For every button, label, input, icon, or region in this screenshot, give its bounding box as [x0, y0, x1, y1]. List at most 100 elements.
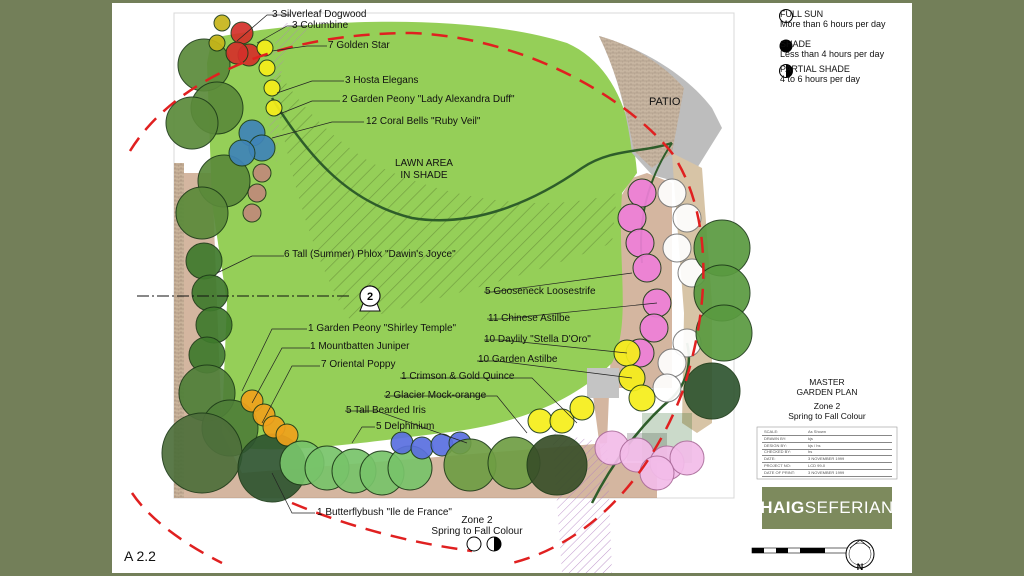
scale-bar [751, 547, 853, 554]
loosestrife-symbol [669, 440, 705, 476]
legend-shade-title: SHADE [780, 39, 812, 49]
label-delphinium: 5 Delphinium [376, 421, 435, 432]
coral-bells-symbol [252, 163, 272, 183]
shrub-symbol [695, 304, 753, 362]
full-sun-icon [779, 9, 793, 23]
title-block-value: kjs [808, 435, 813, 441]
bed-line [270, 97, 673, 222]
title-block-key: CHECKED BY: [764, 449, 791, 455]
label-phlox: 6 Tall (Summer) Phlox "Dawin's Joyce" [284, 249, 456, 260]
astilbe-symbol [672, 203, 702, 233]
side-path [174, 163, 184, 498]
zone-caption: Zone 2 Spring to Fall Colour [412, 515, 542, 537]
chinese-astilbe-symbol [627, 178, 657, 208]
label-tall-bearded-iris: 5 Tall Bearded Iris [346, 405, 426, 416]
legend-partial-shade: PARTIAL SHADE 4 to 6 hours per day [780, 64, 861, 84]
shade-arc [128, 31, 705, 565]
label-coral-bells: 12 Coral Bells "Ruby Veil" [366, 116, 481, 127]
poppy-symbol [275, 423, 299, 447]
shade-icon [779, 39, 793, 53]
zone-caption-line2: Spring to Fall Colour [431, 526, 523, 537]
title-block-key: PROJECT NO: [764, 463, 791, 468]
daylily-symbol [549, 408, 575, 434]
label-columbine: 3 Columbine [292, 20, 349, 31]
title-block-value: LCD 99-0 [808, 463, 826, 468]
chinese-astilbe-symbol [639, 313, 669, 343]
north-label: N [857, 562, 864, 572]
chinese-astilbe-symbol [625, 228, 655, 258]
label-daylily: 10 Daylily "Stella D'Oro" [484, 334, 591, 345]
coral-bells-symbol [247, 183, 267, 203]
hosta-symbol [228, 139, 256, 167]
daylily-symbol [628, 384, 656, 412]
astilbe-symbol [657, 178, 687, 208]
brand-name-rest: SEFERIAN [804, 498, 894, 517]
garden-plan: 2 [128, 9, 898, 573]
full-sun-icon [466, 536, 482, 552]
dogwood-symbol [225, 41, 249, 65]
north-arrow-icon: N [845, 539, 875, 572]
title-block-value: As Shown [808, 429, 827, 434]
shade-arc [291, 501, 473, 553]
shrub-symbol [175, 186, 229, 240]
lawn-area-label: LAWN AREA IN SHADE [374, 158, 474, 182]
zone-caption-line1: Zone 2 [461, 515, 493, 526]
label-chinese-astilbe: 11 Chinese Astilbe [488, 313, 571, 324]
legend-full-sun-desc: More than 6 hours per day [780, 18, 886, 29]
chinese-astilbe-symbol [632, 253, 662, 283]
label-hosta: 3 Hosta Elegans [345, 75, 419, 86]
drawing-sheet: 2 [112, 3, 912, 573]
legend-full-sun-title: FULL SUN [780, 9, 824, 19]
legend-partial-title: PARTIAL SHADE [780, 64, 850, 74]
partial-shade-icon [779, 64, 793, 78]
title-block-value: 3 NOVEMBER 1999 [808, 469, 845, 475]
title-block-row: PROJECT NO: LCD 99-0 [762, 463, 892, 470]
lawn-area-subtitle: IN SHADE [400, 170, 448, 181]
leader-lines [216, 14, 658, 514]
tree-symbol [161, 412, 243, 494]
title-block-key: DRAWN BY: [764, 435, 787, 441]
patio-border [599, 36, 684, 168]
label-garden-astilbe: 10 Garden Astilbe [478, 354, 558, 365]
title-block-key: DATE OF PRINT: [764, 469, 795, 475]
shade-arc [130, 492, 223, 565]
columbine-symbol [213, 14, 231, 32]
bed-line [590, 342, 691, 504]
plan-title: MASTER GARDEN PLAN Zone 2 Spring to Fall… [762, 377, 892, 421]
quince-symbol [526, 434, 588, 496]
label-silverleaf-dogwood: 3 Silverleaf Dogwood [272, 9, 367, 20]
lawn-shade-hatch [272, 63, 617, 323]
plan-title-line4: Spring to Fall Colour [788, 411, 866, 421]
title-block-row: DATE OF PRINT: 3 NOVEMBER 1999 [762, 470, 892, 477]
title-block-row: CHECKED BY: hs [762, 449, 892, 457]
title-block-row: SCALE:As Shown [762, 429, 892, 436]
plan-title-line1: MASTER [809, 377, 845, 387]
plan-title-line3: Zone 2 [813, 401, 841, 411]
lawn-area-title: LAWN AREA [395, 158, 453, 169]
shrub-symbol [185, 242, 223, 280]
astilbe-symbol [657, 348, 687, 378]
title-block-value: kjs / hs [808, 442, 821, 448]
title-block-value: hs [808, 449, 813, 455]
patio-label: PATIO [649, 96, 681, 108]
label-oriental-poppy: 7 Oriental Poppy [321, 359, 396, 370]
delphinium-symbol [390, 431, 414, 455]
golden-star-symbol [265, 99, 283, 117]
legend-partial-desc: 4 to 6 hours per day [780, 73, 861, 84]
section-marker: 2 [359, 284, 381, 312]
label-golden-star: 7 Golden Star [328, 40, 390, 51]
title-block-row: DATE:3 NOVEMBER 1999 [762, 456, 892, 464]
daylily-symbol [569, 395, 595, 421]
legend-shade-desc: Less than 4 hours per day [780, 48, 885, 59]
golden-star-symbol [263, 79, 281, 97]
shrub-symbol [683, 362, 741, 420]
label-butterflybush: 1 Butterflybush "Ile de France" [317, 507, 452, 518]
columbine-symbol [208, 34, 226, 52]
legend-shade: SHADE Less than 4 hours per day [780, 39, 885, 59]
title-block-row: DRAWN BY: kjs [762, 436, 892, 443]
corner-hatch [267, 23, 312, 163]
title-block-row: DESIGN BY:kjs / hs [762, 443, 892, 450]
brand-logo: HAIG SEFERIAN [760, 487, 894, 529]
coral-bells-symbol [242, 203, 262, 223]
title-block-key: DATE: [764, 456, 776, 462]
